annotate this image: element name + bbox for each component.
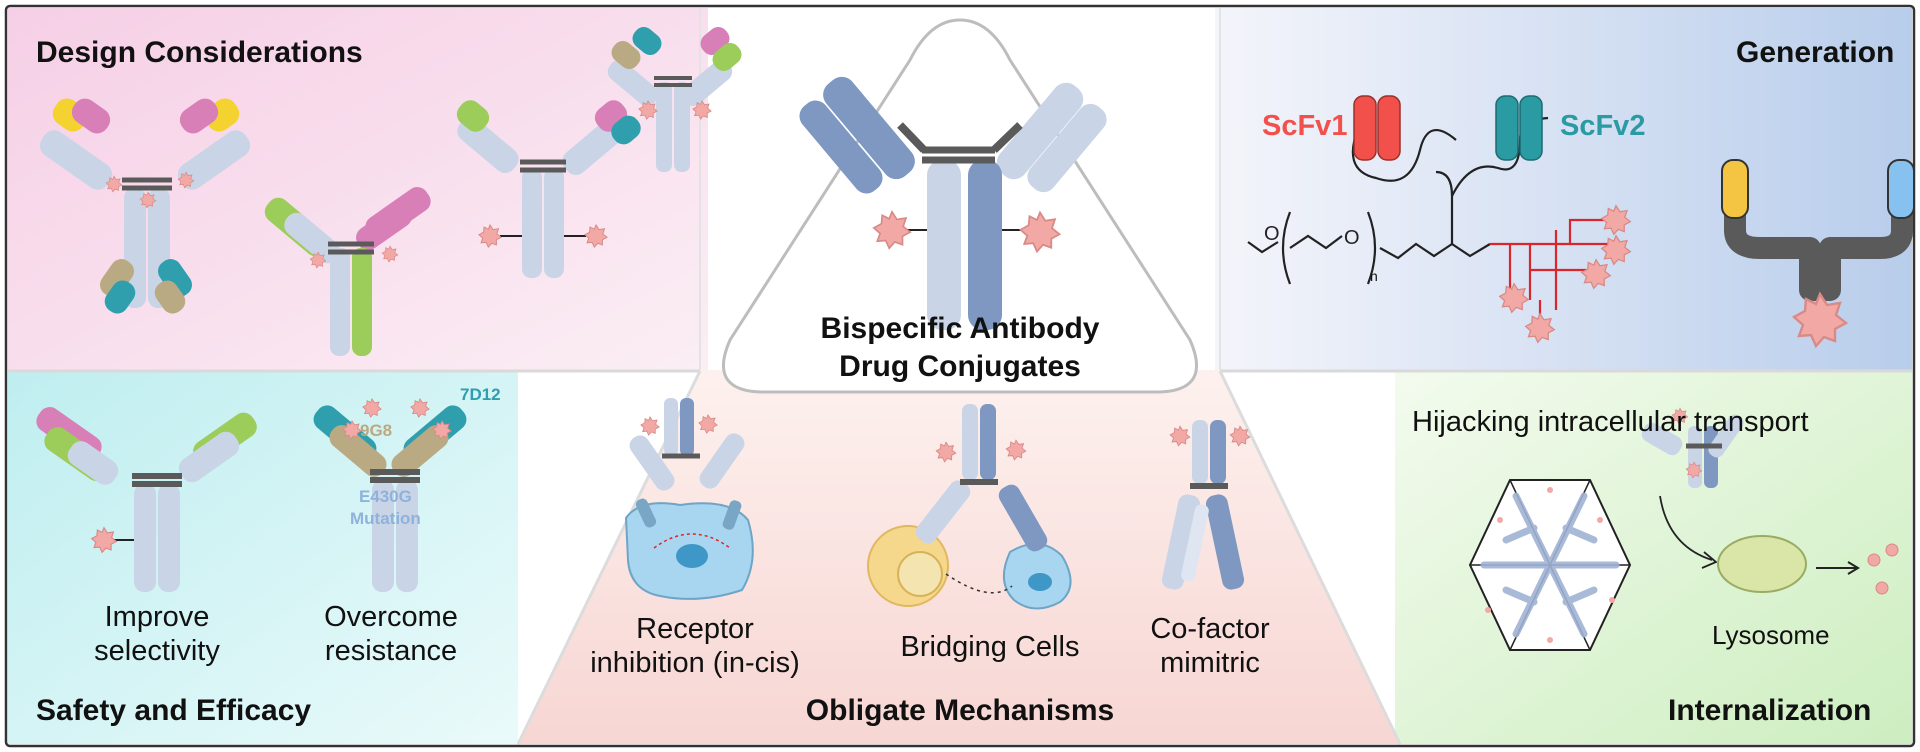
generation-y-construct [1721, 159, 1915, 348]
internalization-title: Internalization [1668, 694, 1872, 727]
center-antibody [799, 76, 1107, 330]
design-antibody-2 [264, 187, 431, 356]
center-title-line1: Bispecific Antibody [820, 312, 1100, 345]
generation-structure [1247, 116, 1549, 285]
safety-antibody-2 [313, 398, 467, 592]
caption-receptor-line1: Receptor [636, 613, 754, 645]
caption-overcome-line1: Overcome [324, 601, 458, 633]
center-title-line2: Drug Conjugates [839, 350, 1081, 383]
generation-title: Generation [1736, 36, 1895, 69]
scfv2-block [1495, 95, 1519, 161]
caption-cofactor-line1: Co-factor [1150, 613, 1270, 645]
lysosome-label: Lysosome [1712, 620, 1830, 650]
scfv1-block [1353, 95, 1377, 161]
panel-obligate-bg [518, 370, 1400, 744]
label-mutation-line1: E430G [358, 487, 412, 506]
label-7d12: 7D12 [460, 385, 501, 404]
safety-antibody-1 [36, 407, 257, 592]
internalization-lysosome-diagram [1641, 407, 1899, 595]
caption-improve-line1: Improve [104, 601, 210, 633]
internalization-subtitle: Hijacking intracellular transport [1412, 406, 1809, 438]
caption-cofactor-line2: mimitric [1160, 647, 1260, 679]
caption-improve-line2: selectivity [94, 635, 220, 667]
scfv2-label: ScFv2 [1560, 110, 1646, 142]
safety-title: Safety and Efficacy [36, 694, 312, 727]
center-title: Bispecific Antibody Drug Conjugates [760, 310, 1160, 386]
label-mutation-line2: Mutation [350, 509, 421, 528]
design-title: Design Considerations [36, 36, 363, 69]
generation-linker [1490, 218, 1610, 320]
obligate-cofactor-diagram [1161, 420, 1251, 590]
internalization-hexagon [1468, 479, 1632, 651]
obligate-bridging-diagram [867, 404, 1072, 610]
label-e430g-mutation: E430G Mutation [350, 486, 421, 530]
caption-receptor-inhibition: Receptor inhibition (in-cis) [580, 612, 810, 680]
obligate-receptor-diagram [624, 398, 754, 600]
svg-text:O: O [1264, 223, 1280, 245]
caption-overcome-resistance: Overcome resistance [306, 600, 476, 668]
panel-generation-bg [1215, 8, 1912, 370]
design-antibody-1 [39, 98, 251, 314]
design-antibody-3 [456, 27, 742, 278]
caption-receptor-line2: inhibition (in-cis) [590, 647, 800, 679]
repeat-n-label: n [1370, 268, 1378, 284]
scfv1-label: ScFv1 [1262, 110, 1348, 142]
caption-overcome-line2: resistance [324, 635, 458, 667]
label-9g8: 9G8 [360, 421, 393, 440]
caption-bridging-cells: Bridging Cells [900, 631, 1080, 663]
obligate-title: Obligate Mechanisms [805, 694, 1115, 727]
caption-improve-selectivity: Improve selectivity [72, 600, 242, 668]
caption-cofactor: Co-factor mimitric [1130, 612, 1290, 680]
svg-text:O: O [1344, 227, 1360, 249]
